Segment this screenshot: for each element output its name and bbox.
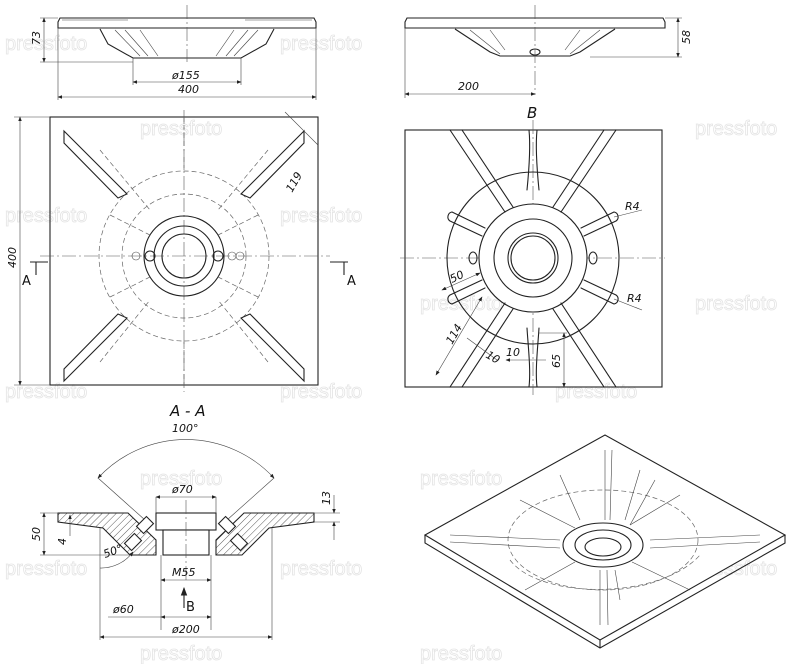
- svg-text:ø70: ø70: [171, 483, 193, 496]
- svg-text:73: 73: [30, 31, 43, 45]
- svg-text:pressfoto: pressfoto: [140, 468, 222, 490]
- svg-text:pressfoto: pressfoto: [5, 381, 87, 403]
- svg-text:pressfoto: pressfoto: [420, 293, 502, 315]
- section-aa: A - A 100° ø70 13 50 4 50° M55 B: [30, 402, 340, 640]
- plan-view: 119 400 A A: [6, 110, 356, 392]
- svg-text:ø60: ø60: [112, 603, 134, 616]
- svg-text:pressfoto: pressfoto: [5, 205, 87, 227]
- svg-text:50: 50: [448, 268, 466, 286]
- svg-text:pressfoto: pressfoto: [695, 118, 777, 140]
- svg-text:119: 119: [283, 170, 305, 195]
- svg-text:A: A: [22, 274, 31, 289]
- svg-text:A: A: [347, 274, 356, 289]
- svg-text:ø155: ø155: [171, 69, 200, 82]
- svg-text:pressfoto: pressfoto: [420, 643, 502, 664]
- svg-text:13: 13: [320, 491, 333, 505]
- svg-text:pressfoto: pressfoto: [5, 558, 87, 580]
- svg-text:58: 58: [680, 30, 693, 44]
- svg-text:50°: 50°: [102, 542, 125, 561]
- svg-text:pressfoto: pressfoto: [5, 33, 87, 55]
- svg-text:200: 200: [458, 80, 479, 93]
- svg-text:M55: M55: [172, 566, 196, 579]
- side-view-right: 58 200: [404, 5, 693, 98]
- svg-text:100°: 100°: [172, 422, 199, 435]
- svg-text:400: 400: [178, 83, 199, 96]
- svg-text:pressfoto: pressfoto: [140, 643, 222, 664]
- svg-text:400: 400: [6, 247, 19, 268]
- svg-text:ø200: ø200: [171, 623, 200, 636]
- svg-text:pressfoto: pressfoto: [140, 118, 222, 140]
- side-view-left: 73 ø155 400: [30, 5, 317, 100]
- svg-text:R4: R4: [625, 200, 640, 213]
- svg-text:pressfoto: pressfoto: [280, 205, 362, 227]
- svg-text:B: B: [186, 600, 195, 615]
- svg-text:50: 50: [30, 527, 43, 541]
- svg-text:10: 10: [484, 348, 503, 366]
- svg-text:R4: R4: [627, 292, 642, 305]
- svg-text:A - A: A - A: [169, 402, 205, 420]
- svg-text:114: 114: [443, 322, 465, 347]
- svg-text:pressfoto: pressfoto: [280, 381, 362, 403]
- svg-text:pressfoto: pressfoto: [420, 468, 502, 490]
- svg-text:pressfoto: pressfoto: [280, 558, 362, 580]
- svg-text:B: B: [527, 104, 537, 122]
- svg-text:65: 65: [550, 354, 563, 368]
- svg-text:pressfoto: pressfoto: [555, 381, 637, 403]
- svg-text:10: 10: [506, 346, 520, 359]
- svg-text:4: 4: [56, 538, 69, 545]
- view-b: B R4 R4 50 114 10 10: [400, 104, 665, 395]
- svg-text:pressfoto: pressfoto: [280, 33, 362, 55]
- svg-text:pressfoto: pressfoto: [695, 293, 777, 315]
- isometric-view: [423, 434, 787, 649]
